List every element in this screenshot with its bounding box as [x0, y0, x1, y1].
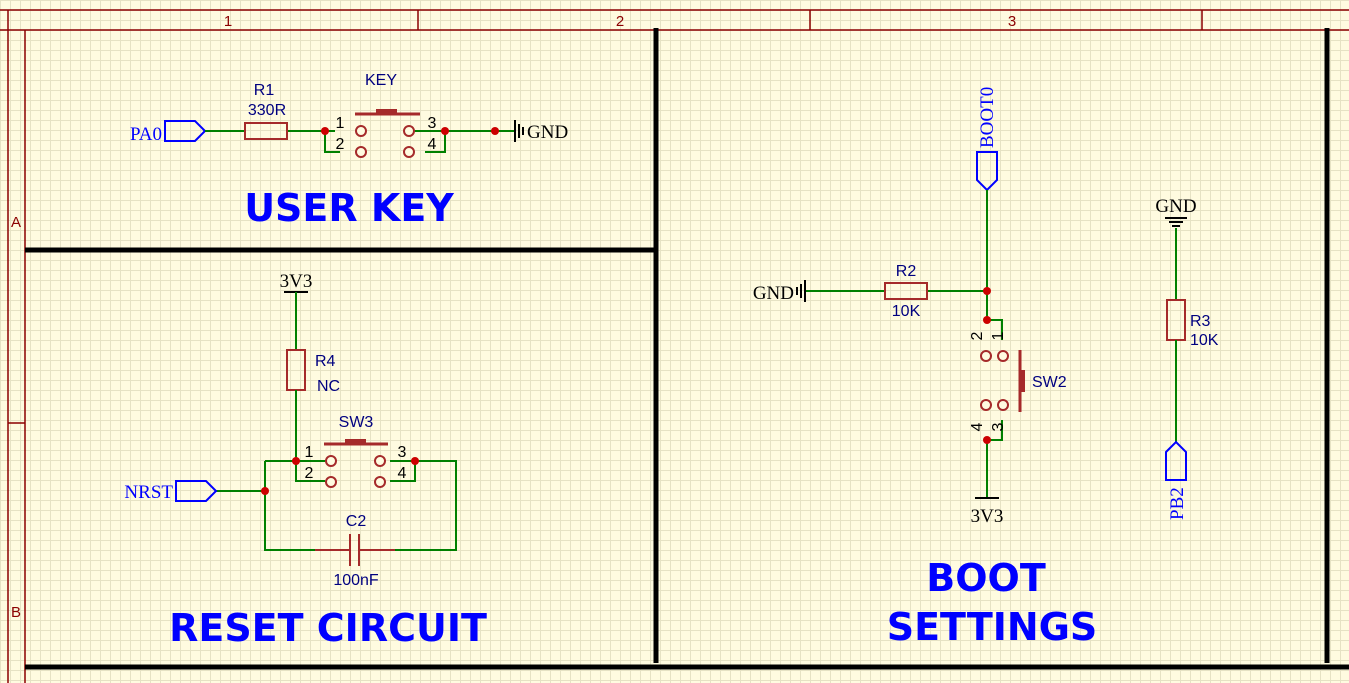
- user-key-section: PA0 R1 330R KEY 1 2 3 4: [130, 72, 568, 230]
- boot-title-line1: BOOT: [926, 556, 1046, 600]
- junction-dot: [983, 436, 991, 444]
- junction-dot: [292, 457, 300, 465]
- r4-designator: R4: [315, 353, 336, 370]
- frame-col-label: 3: [1008, 13, 1016, 30]
- r3-value: 10K: [1190, 332, 1219, 349]
- junction-dot: [983, 287, 991, 295]
- sw2-designator: SW2: [1032, 374, 1067, 391]
- switch-sw3[interactable]: SW3 1 2 3 4: [305, 414, 407, 488]
- section-dividers: [25, 28, 1349, 670]
- frame-col-label: 2: [616, 13, 624, 30]
- boot-title-line2: SETTINGS: [887, 605, 1098, 649]
- resistor-r1[interactable]: R1 330R: [244, 82, 288, 140]
- junction-dot: [491, 127, 499, 135]
- key-pin-label: 3: [428, 115, 437, 132]
- gnd-symbol: GND: [1155, 196, 1197, 227]
- key-pin-label: 4: [428, 136, 437, 153]
- key-pin-label: 2: [336, 136, 345, 153]
- sw3-pin-label: 4: [398, 465, 407, 482]
- resistor-r2[interactable]: R2 10K: [884, 263, 928, 320]
- junction-dot: [411, 457, 419, 465]
- sw3-pin-label: 2: [305, 465, 314, 482]
- sw3-pin-label: 1: [305, 444, 314, 461]
- r2-value: 10K: [892, 303, 921, 320]
- c2-designator: C2: [346, 513, 367, 530]
- supply-3v3: 3V3: [971, 497, 1004, 527]
- r2-designator: R2: [896, 263, 917, 280]
- nrst-port[interactable]: NRST: [124, 480, 218, 503]
- r1-value: 330R: [248, 102, 286, 119]
- boot-section: BOOT0 GND R2 10K 2 1: [753, 87, 1219, 649]
- gnd-symbol: GND: [514, 120, 568, 143]
- frame-row-label: B: [11, 604, 21, 621]
- junction-dot: [441, 127, 449, 135]
- junction-dot: [261, 487, 269, 495]
- frame-col-label: 1: [224, 13, 232, 30]
- r1-designator: R1: [254, 82, 275, 99]
- boot0-port-label: BOOT0: [977, 87, 998, 148]
- key-pin-label: 1: [336, 115, 345, 132]
- sw3-pin-label: 3: [398, 444, 407, 461]
- r4-value: NC: [317, 378, 340, 395]
- sw2-pin-label: 4: [969, 422, 986, 431]
- gnd-symbol: GND: [753, 280, 806, 304]
- nrst-port-label: NRST: [124, 482, 173, 503]
- sw2-pin-label: 1: [990, 331, 1007, 340]
- frame-row-label: A: [11, 214, 21, 231]
- sw3-designator: SW3: [339, 414, 374, 431]
- reset-section: 3V3 R4 NC SW3 1 2 3 4: [124, 271, 487, 650]
- pb2-port-label: PB2: [1167, 487, 1188, 520]
- supply-label: 3V3: [971, 506, 1004, 527]
- drawing-frame: 1 2 3 A B: [0, 9, 1349, 683]
- c2-value: 100nF: [333, 572, 379, 589]
- r3-designator: R3: [1190, 313, 1211, 330]
- key-designator: KEY: [365, 72, 397, 89]
- junction-dot: [983, 316, 991, 324]
- junction-dot: [321, 127, 329, 135]
- sw2-pin-label: 3: [990, 422, 1007, 431]
- resistor-r3[interactable]: R3 10K: [1166, 299, 1219, 349]
- supply-label: 3V3: [280, 271, 313, 292]
- pb2-port[interactable]: PB2: [1165, 440, 1188, 520]
- pa0-port-label: PA0: [130, 124, 162, 145]
- user-key-title: USER KEY: [244, 186, 454, 230]
- gnd-label: GND: [753, 283, 794, 304]
- gnd-label: GND: [1155, 196, 1196, 217]
- capacitor-c2[interactable]: C2 100nF: [315, 513, 395, 589]
- reset-title: RESET CIRCUIT: [169, 606, 487, 650]
- boot0-port[interactable]: BOOT0: [976, 87, 998, 192]
- switch-key[interactable]: KEY 1 2 3 4: [336, 72, 437, 158]
- supply-3v3: 3V3: [280, 271, 313, 293]
- switch-sw2[interactable]: 2 1 4 3 SW2: [969, 331, 1067, 431]
- resistor-r4[interactable]: R4 NC: [286, 349, 340, 395]
- sw2-pin-label: 2: [969, 331, 986, 340]
- gnd-label: GND: [527, 122, 568, 143]
- pa0-port[interactable]: PA0: [130, 120, 207, 145]
